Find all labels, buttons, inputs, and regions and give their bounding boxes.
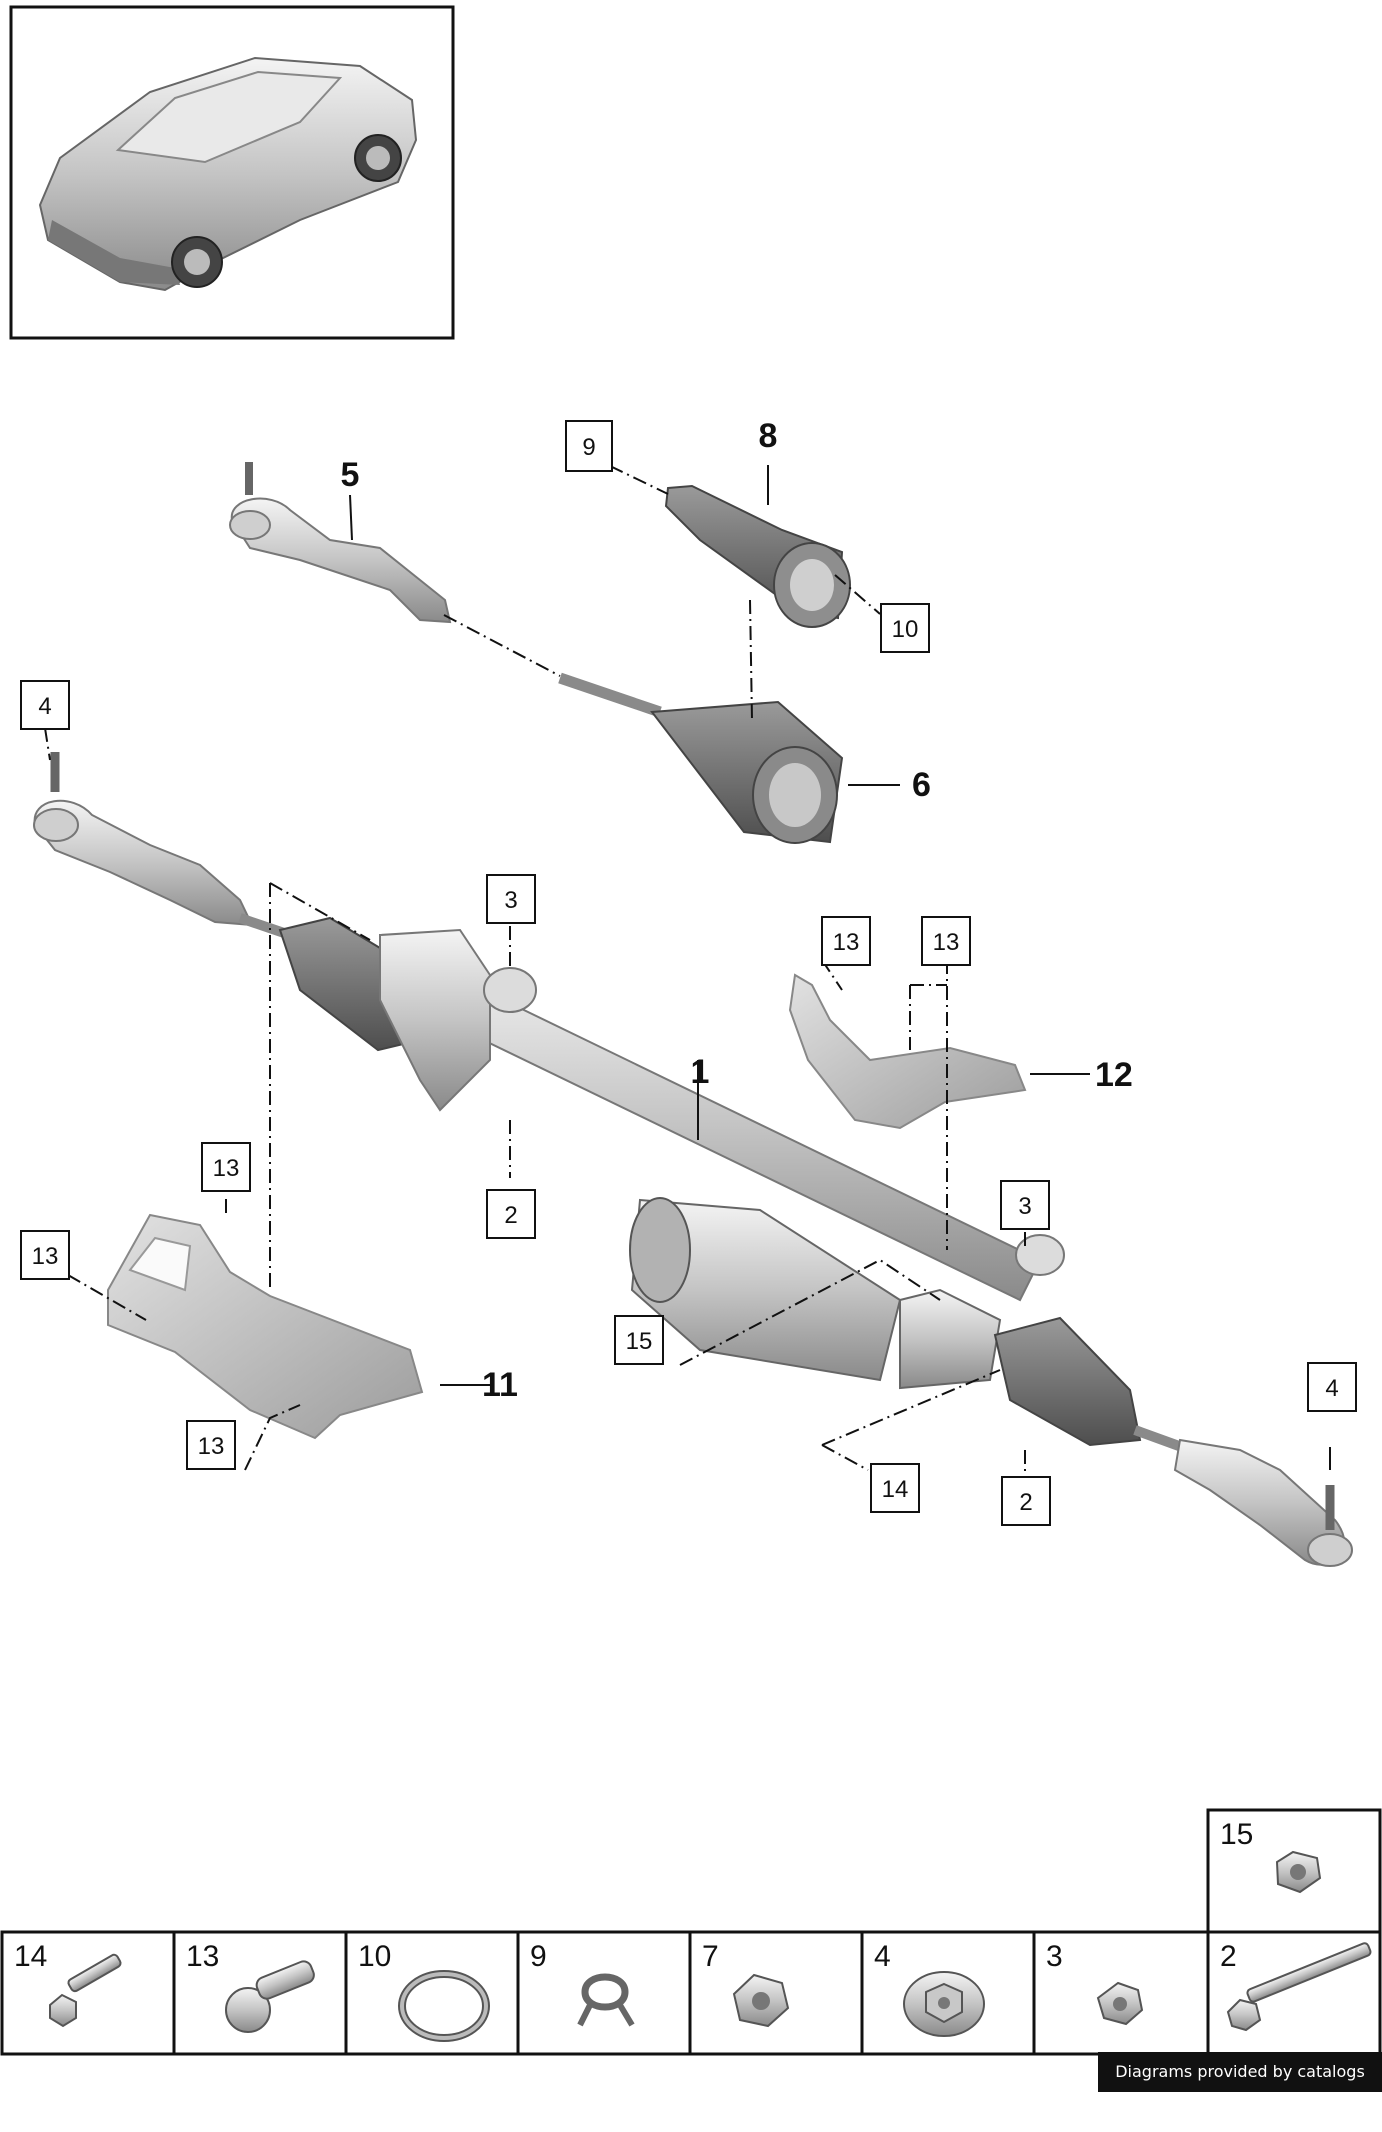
callout-box-13-c: 13 — [201, 1142, 251, 1192]
parts-cell-label-8: 2 — [1220, 1940, 1237, 1973]
svg-text:10: 10 — [892, 616, 919, 643]
callout-6: 6 — [912, 766, 931, 804]
inner-tie-rod-upper — [558, 672, 844, 844]
parts-table: 15 14 13 10 9 7 4 3 2 — [0, 1808, 1382, 2056]
svg-text:3: 3 — [1018, 1193, 1031, 1220]
callout-box-9: 9 — [565, 420, 613, 472]
parts-cell-label-1: 14 — [14, 1940, 47, 1973]
svg-text:13: 13 — [213, 1155, 240, 1182]
svg-text:13: 13 — [933, 929, 960, 956]
vehicle-thumbnail — [9, 5, 455, 340]
flange-nut-icon — [903, 1971, 985, 2037]
bolt-icon — [49, 1953, 122, 2028]
callout-11: 11 — [482, 1366, 518, 1404]
callout-box-4-right: 4 — [1307, 1362, 1357, 1412]
nut-icon — [1275, 1850, 1322, 1894]
svg-text:2: 2 — [1019, 1489, 1032, 1516]
svg-text:2: 2 — [504, 1202, 517, 1229]
heat-shield-left — [107, 1213, 424, 1440]
callout-box-3-left: 3 — [486, 874, 536, 924]
svg-text:13: 13 — [32, 1243, 59, 1270]
steering-rack-assembly — [33, 752, 1353, 1567]
callout-12: 12 — [1095, 1056, 1133, 1094]
collar-nut-icon — [1096, 1981, 1144, 2026]
svg-text:13: 13 — [198, 1433, 225, 1460]
svg-text:14: 14 — [882, 1476, 909, 1503]
parts-cell-label-3: 10 — [358, 1940, 391, 1973]
spring-clip-icon — [577, 1973, 635, 2027]
callout-box-13-b: 13 — [921, 916, 971, 966]
parts-cell-label-4: 9 — [530, 1940, 547, 1973]
svg-text:13: 13 — [833, 929, 860, 956]
svg-text:4: 4 — [1325, 1375, 1338, 1402]
callout-box-13-e: 13 — [186, 1420, 236, 1470]
callout-box-2-left: 2 — [486, 1189, 536, 1239]
callout-box-10: 10 — [880, 603, 930, 653]
bellows-boot — [664, 484, 851, 628]
parts-cell-label-2: 13 — [186, 1940, 219, 1973]
car-icon — [38, 56, 418, 292]
credit-banner: Diagrams provided by catalogs parts — [1098, 2052, 1382, 2121]
shouldered-bolt-icon — [225, 1960, 315, 2033]
callout-box-15: 15 — [614, 1315, 664, 1365]
callout-box-4-left: 4 — [20, 680, 70, 730]
callout-1: 1 — [691, 1053, 710, 1091]
parts-cell-label-5: 7 — [702, 1940, 719, 1973]
svg-text:4: 4 — [38, 693, 51, 720]
parts-cell-label-7: 3 — [1046, 1940, 1063, 1973]
callout-5: 5 — [341, 456, 360, 494]
callout-box-13-a: 13 — [821, 916, 871, 966]
callout-box-2-right: 2 — [1001, 1476, 1051, 1526]
callout-8: 8 — [759, 417, 778, 455]
callout-box-14: 14 — [870, 1463, 920, 1513]
svg-text:3: 3 — [504, 887, 517, 914]
parts-cell-label-6: 4 — [874, 1940, 891, 1973]
tie-rod-end-upper — [229, 462, 452, 624]
callout-box-13-d: 13 — [20, 1230, 70, 1280]
svg-text:9: 9 — [582, 434, 595, 461]
hose-clamp-icon — [398, 1970, 490, 2042]
long-bolt-icon — [1226, 1942, 1372, 2032]
leader-lines — [44, 465, 1331, 1480]
hex-nut-icon — [732, 1973, 790, 2028]
callout-box-3-right: 3 — [1000, 1180, 1050, 1230]
boxed-callouts: 9 10 4 3 2 13 13 13 13 13 3 15 4 14 2 — [20, 420, 1357, 1526]
heat-shield-right — [788, 973, 1027, 1130]
parts-cell-top-label: 15 — [1220, 1818, 1253, 1851]
svg-text:15: 15 — [626, 1328, 653, 1355]
callout-numbers: 5 8 6 1 12 11 — [341, 417, 1133, 1404]
